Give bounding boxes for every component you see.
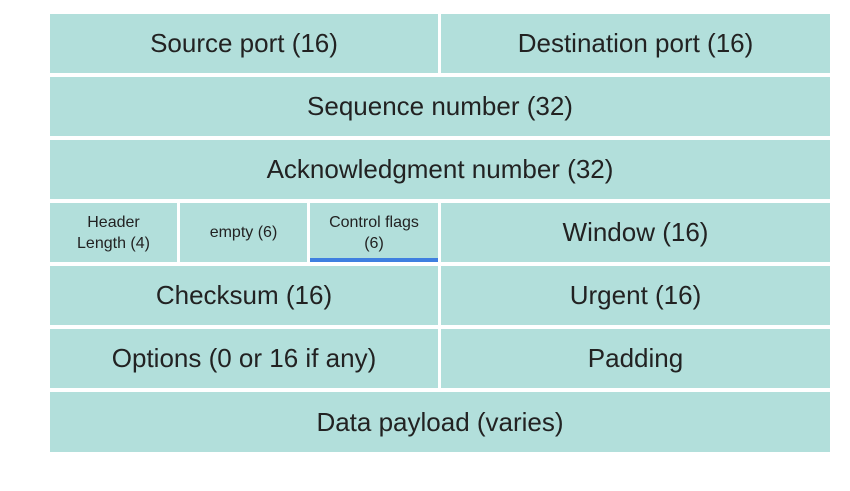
data-payload-label: Data payload (varies) [316, 406, 564, 437]
options-label: Options (0 or 16 if any) [111, 343, 377, 373]
checksum-label: Checksum (16) [155, 280, 333, 310]
divider [177, 203, 180, 262]
window-label: Window (16) [562, 217, 709, 247]
padding-label: Padding [587, 343, 684, 373]
urgent-label: Urgent (16) [569, 280, 702, 310]
row-data-payload: Data payload (varies) [50, 392, 830, 452]
data-payload-field: Data payload (varies) [50, 392, 830, 452]
control-flags-field: Control flags (6) [310, 203, 438, 262]
header-length-label-line2: Length (4) [77, 234, 150, 252]
sequence-number-field: Sequence number (32) [50, 77, 830, 136]
row-flags-window: Header Length (4) empty (6) Control flag… [50, 203, 830, 262]
destination-port-label: Destination port (16) [517, 28, 754, 58]
row-options-padding: Options (0 or 16 if any) Padding [50, 329, 830, 388]
tcp-header-diagram: Source port (16) Destination port (16) S… [50, 14, 830, 452]
divider [438, 203, 441, 262]
empty-label: empty (6) [209, 224, 278, 241]
sequence-number-label: Sequence number (32) [307, 91, 573, 121]
source-port-label: Source port (16) [150, 28, 338, 58]
row-checksum-urgent: Checksum (16) Urgent (16) [50, 266, 830, 325]
row-sequence: Sequence number (32) [50, 77, 830, 136]
padding-field: Padding [441, 329, 830, 388]
control-flags-label-line1: Control flags [329, 213, 419, 231]
header-length-label-line1: Header [87, 213, 140, 231]
urgent-field: Urgent (16) [441, 266, 830, 325]
window-field: Window (16) [441, 203, 830, 262]
acknowledgment-number-label: Acknowledgment number (32) [266, 154, 614, 184]
checksum-field: Checksum (16) [50, 266, 438, 325]
divider [307, 203, 310, 262]
divider [438, 266, 441, 325]
header-length-field: Header Length (4) [50, 203, 177, 262]
options-field: Options (0 or 16 if any) [50, 329, 438, 388]
control-flags-highlight-underline [310, 258, 438, 262]
divider [438, 14, 441, 73]
destination-port-field: Destination port (16) [441, 14, 830, 73]
source-port-field: Source port (16) [50, 14, 438, 73]
acknowledgment-number-field: Acknowledgment number (32) [50, 140, 830, 199]
divider [438, 329, 441, 388]
row-ports: Source port (16) Destination port (16) [50, 14, 830, 73]
row-acknowledgment: Acknowledgment number (32) [50, 140, 830, 199]
empty-field: empty (6) [180, 203, 307, 262]
control-flags-label-line2: (6) [364, 234, 384, 252]
